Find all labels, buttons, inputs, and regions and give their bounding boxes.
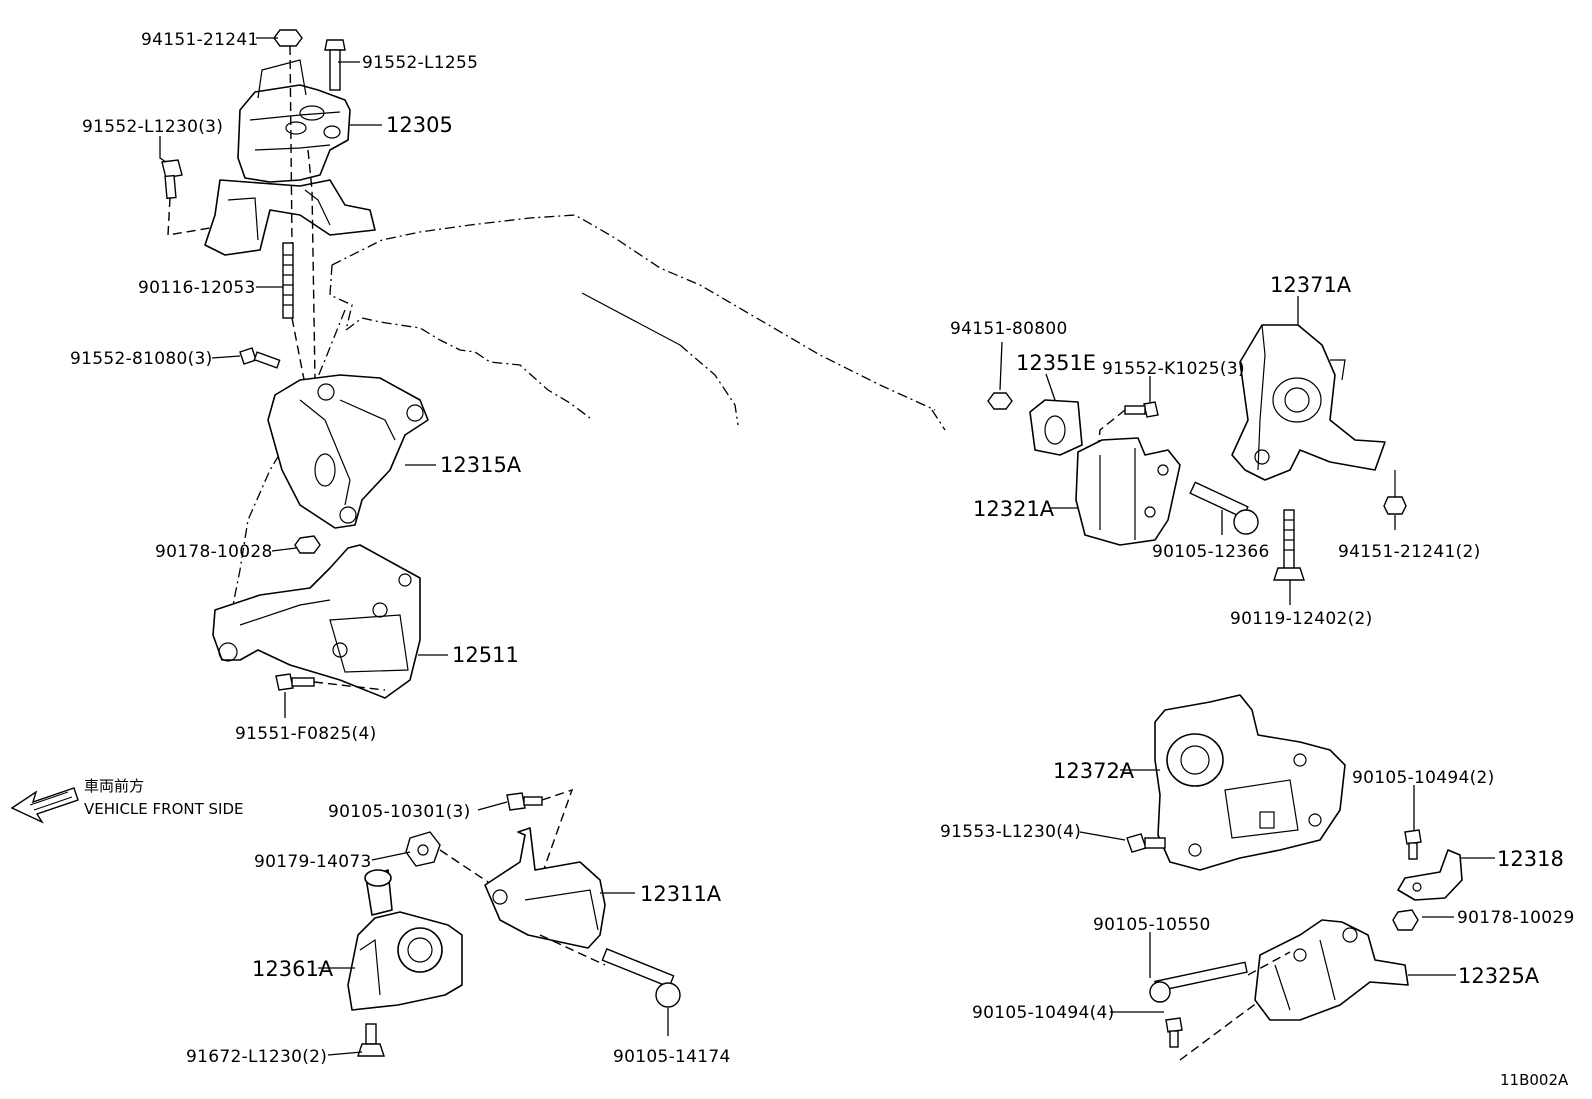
bolt-91551-F0825: [275, 673, 315, 691]
front-side-english: VEHICLE FRONT SIDE: [84, 800, 244, 818]
label-91552-L1255: 91552-L1255: [362, 53, 478, 73]
label-91552-L1230-3: 91552-L1230(3): [82, 117, 223, 137]
mount-12311A: [484, 827, 606, 949]
nut-94151-21241: [273, 29, 303, 47]
assembly-line: [1247, 951, 1291, 976]
label-12351E: 12351E: [1016, 351, 1096, 375]
label-90116-12053: 90116-12053: [138, 278, 256, 298]
part-labels: 94151-21241 91552-L1255 91552-L1230(3) 1…: [70, 30, 1575, 1089]
assembly-line: [539, 788, 574, 881]
label-90105-10494-4: 90105-10494(4): [972, 1003, 1115, 1023]
bolt-90105-14174: [601, 948, 681, 1008]
label-90119-12402-2: 90119-12402(2): [1230, 609, 1373, 629]
bolt-91552-81080: [239, 347, 281, 369]
leader-lines: [159, 37, 1495, 1056]
label-91551-F0825-4: 91551-F0825(4): [235, 724, 377, 744]
label-94151-80800: 94151-80800: [950, 319, 1068, 339]
nut-90178-10028: [294, 535, 321, 554]
label-91552-81080-3: 91552-81080(3): [70, 349, 213, 369]
label-91552-K1025-3: 91552-K1025(3): [1102, 359, 1245, 379]
label-12315A: 12315A: [440, 453, 522, 477]
engine-outline: [231, 214, 946, 611]
label-12321A: 12321A: [973, 497, 1055, 521]
vehicle-front-indicator: 車両前方 VEHICLE FRONT SIDE: [10, 777, 244, 824]
label-90105-10494-2: 90105-10494(2): [1352, 768, 1495, 788]
bolt-90105-12366: [1189, 481, 1259, 535]
nut-94151-21241-2: [1383, 470, 1407, 515]
label-90105-10301-3: 90105-10301(3): [328, 802, 471, 822]
label-90178-10028: 90178-10028: [155, 542, 273, 562]
bracket-12325A: [1254, 919, 1409, 1021]
label-90105-12366: 90105-12366: [1152, 542, 1270, 562]
label-12361A: 12361A: [252, 957, 334, 981]
mount-12371A: [1231, 324, 1386, 481]
mount-12372A: [1154, 694, 1346, 871]
label-12371A: 12371A: [1270, 273, 1352, 297]
nut-90179-14073: [405, 831, 441, 867]
label-12511: 12511: [452, 643, 519, 667]
arrow-left-icon: [10, 787, 79, 824]
bolt-90105-10301: [506, 792, 543, 811]
label-94151-21241: 94151-21241: [141, 30, 259, 50]
label-90105-14174: 90105-14174: [613, 1047, 731, 1067]
bolt-91672-L1230: [357, 1023, 385, 1057]
nut-90178-10029: [1392, 909, 1419, 931]
nut-94151-80800: [987, 392, 1013, 410]
bolt-91552-K1025: [1124, 401, 1159, 418]
mount-12351E: [1029, 399, 1083, 456]
label-94151-21241-2: 94151-21241(2): [1338, 542, 1481, 562]
front-side-japanese: 車両前方: [84, 777, 144, 795]
bracket-12511: [212, 544, 421, 699]
bracket-12321A: [1075, 437, 1181, 546]
bolt-91552-L1255: [324, 39, 346, 91]
bracket-12315A: [267, 374, 429, 529]
label-91553-L1230-4: 91553-L1230(4): [940, 822, 1081, 842]
label-12305: 12305: [386, 113, 453, 137]
label-91672-L1230-2: 91672-L1230(2): [186, 1047, 327, 1067]
label-90105-10550: 90105-10550: [1093, 915, 1211, 935]
stud-90119-12402: [1273, 509, 1305, 581]
assembly-line: [313, 681, 386, 691]
bracket-12318: [1397, 849, 1463, 901]
label-12325A: 12325A: [1458, 964, 1540, 988]
assembly-line: [539, 934, 606, 966]
bolt-90105-10494-2: [1404, 829, 1422, 860]
bolt-90105-10550: [1149, 961, 1248, 1003]
assembly-line: [167, 197, 211, 236]
label-90178-10029: 90178-10029: [1457, 908, 1575, 928]
label-12318: 12318: [1497, 847, 1564, 871]
bolt-90105-10494-4: [1165, 1017, 1183, 1048]
mount-12361A: [347, 869, 463, 1011]
bolt-91553-L1230: [1126, 833, 1166, 853]
label-90179-14073: 90179-14073: [254, 852, 372, 872]
stud-90116-12053: [282, 242, 294, 319]
bolt-91552-L1230: [161, 159, 183, 200]
diagram-code: 11B002A: [1500, 1071, 1569, 1089]
assembly-line: [289, 45, 309, 401]
label-12311A: 12311A: [640, 882, 722, 906]
assembly-line: [1179, 1001, 1259, 1061]
label-12372A: 12372A: [1053, 759, 1135, 783]
engine-mount-12305: [204, 59, 376, 256]
